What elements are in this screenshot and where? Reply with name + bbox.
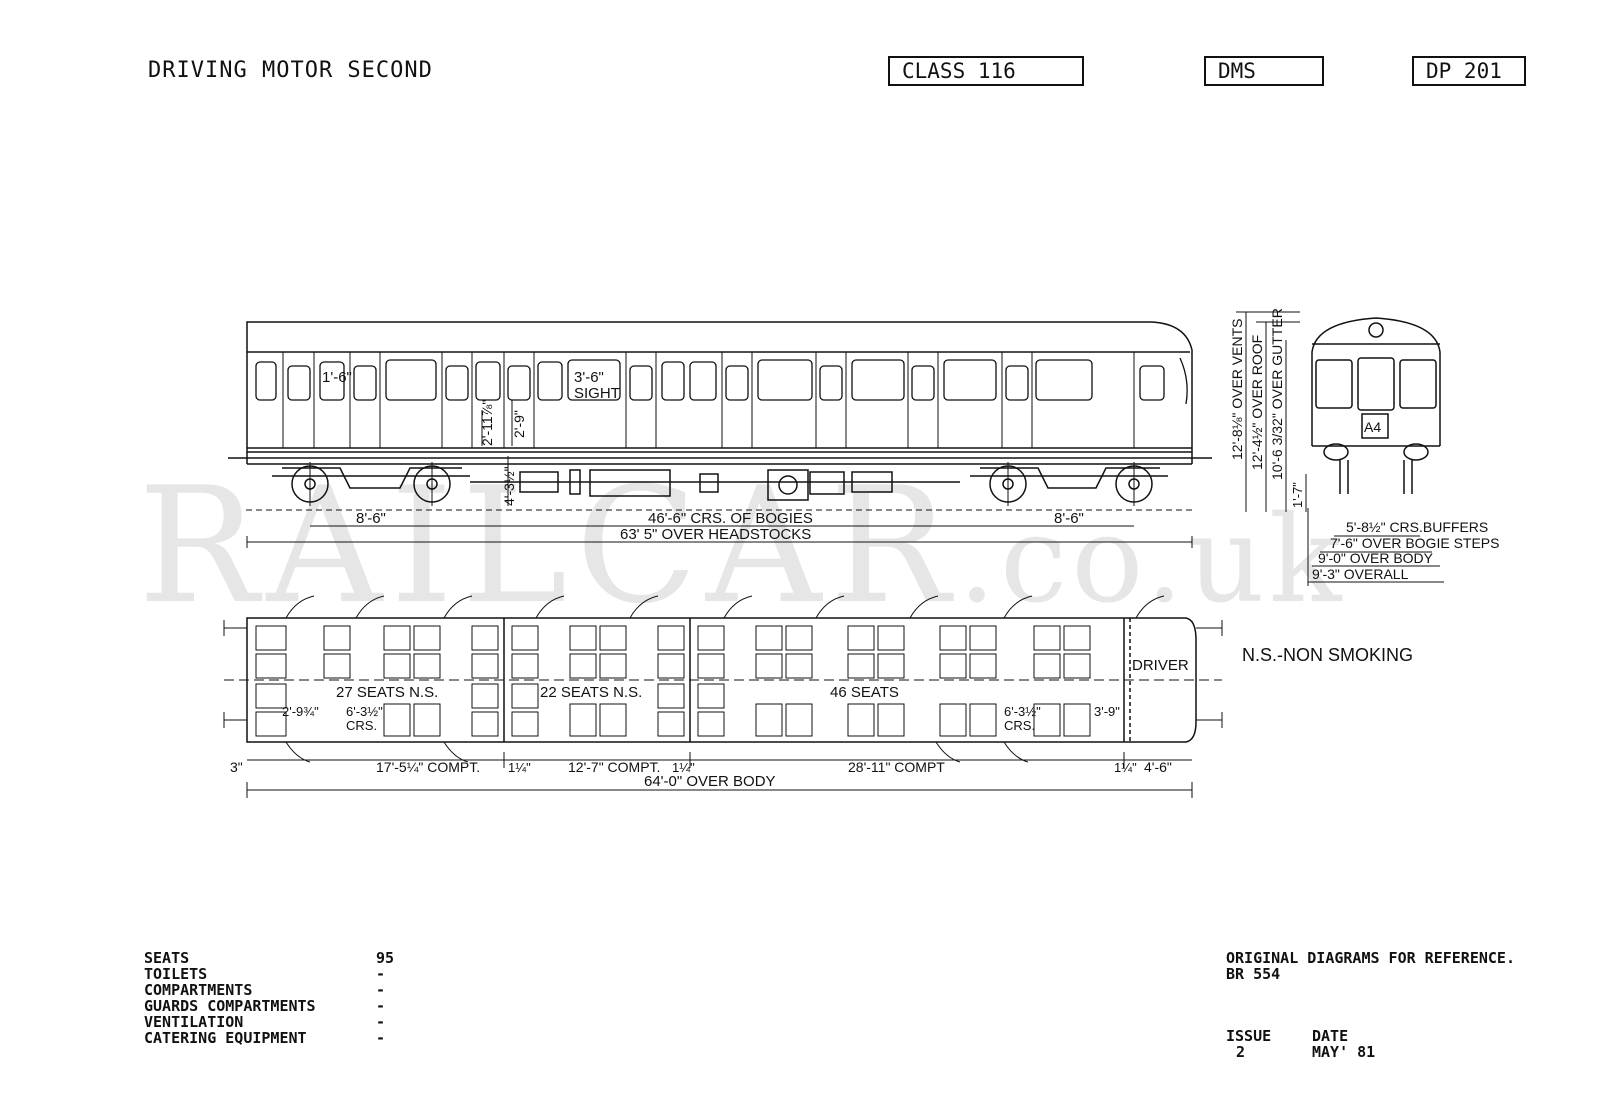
end-elevation (1236, 311, 1444, 586)
diagram-number-box: DP 201 (1412, 56, 1526, 86)
label-height-2-11: 2'-11⅞" (479, 400, 495, 446)
label-dim-6-3-left: 6'-3½" (346, 704, 383, 719)
label-crs-left: CRS. (346, 718, 377, 733)
watermark-suffix: .co.uk (957, 491, 1346, 630)
label-dim-1-c: 1¼" (1114, 760, 1137, 775)
stats-label: COMPARTMENTS (144, 981, 253, 999)
label-saloon-27: 27 SEATS N.S. (336, 684, 438, 701)
label-over-vents: 12'-8⅛" OVER VENTS (1229, 319, 1245, 460)
label-height-4-3: 4'-3½" (501, 466, 517, 506)
issue-value: 2 (1236, 1043, 1246, 1061)
issue-column: ISSUE 2 (1226, 1028, 1312, 1060)
label-compt-17: 17'-5¼" COMPT. (376, 759, 480, 775)
label-compt-28: 28'-11" COMPT (848, 759, 945, 775)
type-code-box: DMS (1204, 56, 1324, 86)
date-value: MAY' 81 (1312, 1043, 1376, 1061)
legend-note: N.S.-NON SMOKING (1242, 645, 1413, 665)
stats-label: GUARDS COMPARTMENTS (144, 997, 316, 1015)
label-driver: DRIVER (1132, 657, 1189, 674)
label-dim-1-a: 1¼" (508, 760, 531, 775)
label-over-roof: 12'-4½" OVER ROOF (1249, 335, 1265, 470)
label-over-body-end: 9'-0" OVER BODY (1318, 550, 1434, 566)
label-over-bogie-steps: 7'-6" OVER BOGIE STEPS (1330, 535, 1499, 551)
stats-row: TOILETS - (144, 966, 394, 982)
issue-block: ISSUE 2 DATE MAY' 81 (1226, 1028, 1398, 1060)
stats-table: SEATS 95 TOILETS - COMPARTMENTS - GUARDS CO… (144, 950, 394, 1046)
bogie-left (272, 462, 470, 506)
stats-label: CATERING EQUIPMENT (144, 1029, 307, 1047)
stats-row: CATERING EQUIPMENT - (144, 1030, 394, 1046)
stats-value: - (376, 965, 386, 983)
label-crs-buffers: 5'-8½" CRS.BUFFERS (1346, 519, 1488, 535)
stats-value: 95 (376, 949, 395, 967)
reference-line-1: ORIGINAL DIAGRAMS FOR REFERENCE. (1226, 949, 1515, 967)
label-over-gutter: 10'-6 3/32" OVER GUTTER (1269, 308, 1285, 480)
stats-value: - (376, 1013, 386, 1031)
label-over-headstocks: 63' 5" OVER HEADSTOCKS (620, 526, 811, 543)
stats-row: COMPARTMENTS - (144, 982, 394, 998)
class-label-box: CLASS 116 (888, 56, 1084, 86)
stats-label: TOILETS (144, 965, 208, 983)
label-dim-2-9: 2'-9¾" (282, 704, 319, 719)
stats-label: SEATS (144, 949, 190, 967)
stats-value: - (376, 997, 386, 1015)
label-sight: SIGHT (574, 385, 620, 402)
bogie-right (970, 462, 1168, 506)
plan-view (223, 595, 1223, 798)
issue-label: ISSUE (1226, 1027, 1272, 1045)
stats-value: - (376, 1029, 386, 1047)
label-dim-4-6: 4'-6" (1144, 759, 1172, 775)
stats-label: VENTILATION (144, 1013, 244, 1031)
label-dim-3-9: 3'-9" (1094, 704, 1120, 719)
label-dim-3: 3" (230, 759, 243, 775)
label-bogie-wheelbase-left: 8'-6" (356, 510, 386, 527)
label-saloon-46: 46 SEATS (830, 684, 899, 701)
label-window-3-6: 3'-6" (574, 369, 604, 386)
label-height-2-9: 2'-9" (511, 410, 527, 438)
page-title: DRIVING MOTOR SECOND (148, 58, 433, 83)
label-headcode: A4 (1364, 419, 1381, 435)
label-bogie-wheelbase-right: 8'-6" (1054, 510, 1084, 527)
label-1-7: 1'-7" (1290, 482, 1305, 508)
stats-row: GUARDS COMPARTMENTS - (144, 998, 394, 1014)
reference-line-2: BR 554 (1226, 965, 1281, 983)
date-column: DATE MAY' 81 (1312, 1028, 1398, 1060)
label-window-1-6: 1'-6" (322, 369, 352, 386)
label-bogie-centres: 46'-6" CRS. OF BOGIES (648, 510, 813, 527)
label-overall: 9'-3" OVERALL (1312, 566, 1409, 582)
label-saloon-22: 22 SEATS N.S. (540, 684, 642, 701)
label-dim-1-b: 1¼" (672, 760, 695, 775)
stats-row: SEATS 95 (144, 950, 394, 966)
label-over-body: 64'-0" OVER BODY (644, 773, 776, 790)
label-crs-right: CRS. (1004, 718, 1035, 733)
label-compt-12: 12'-7" COMPT. (568, 759, 660, 775)
stats-value: - (376, 981, 386, 999)
date-label: DATE (1312, 1027, 1349, 1045)
side-elevation (228, 321, 1212, 548)
reference-note: ORIGINAL DIAGRAMS FOR REFERENCE. BR 554 (1226, 950, 1515, 982)
label-dim-6-3-right: 6'-3½" (1004, 704, 1041, 719)
stats-row: VENTILATION - (144, 1014, 394, 1030)
